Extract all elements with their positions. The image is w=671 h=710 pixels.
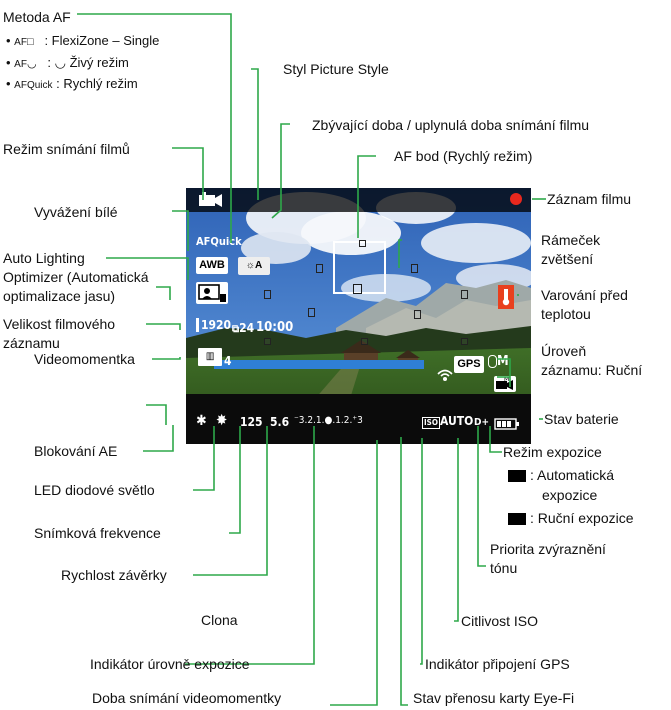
scene-photo (186, 188, 531, 444)
af-point (461, 338, 468, 345)
label-magnify-frame-1: Rámeček (541, 232, 600, 249)
label-remaining-time: Zbývající doba / uplynulá doba snímání f… (312, 117, 589, 134)
label-af-quick: • AFQuick : Rychlý režim (6, 75, 138, 94)
label-eyefi: Stav přenosu karty Eye-Fi (413, 690, 574, 707)
af-method-indicator: AFQuick (196, 235, 242, 249)
snapshot-count: 4 (224, 354, 232, 368)
timer-readout: 10:00 (256, 321, 293, 335)
movie-size-indicator: 1920 (196, 318, 231, 332)
label-rec-level-1: Úroveň (541, 343, 586, 360)
label-af-method: Metoda AF (3, 9, 71, 26)
label-snapshot-duration: Doba snímání videomomentky (92, 690, 281, 707)
label-recording: Záznam filmu (547, 191, 631, 208)
af-point (361, 338, 368, 345)
gps-indicator: GPS (454, 356, 484, 373)
label-white-balance: Vyvážení bílé (34, 204, 118, 221)
label-auto-exposure: : Automatická (508, 467, 614, 484)
ae-lock-icon: ✱ (196, 414, 207, 428)
label-frame-rate: Snímková frekvence (34, 525, 161, 542)
label-video-snapshot: Videomomentka (34, 351, 135, 368)
label-af-flexizone: • AF□ : FlexiZone – Single (6, 32, 159, 51)
label-led-light: LED diodové světlo (34, 482, 155, 499)
label-shutter-speed: Rychlost závěrky (61, 567, 167, 584)
label-manual-exposure: : Ruční expozice (508, 510, 634, 527)
label-af-point: AF bod (Rychlý režim) (394, 148, 532, 165)
af-point-selected (353, 284, 362, 294)
movie-mode-icon (198, 192, 224, 211)
label-movie-mode: Režim snímání filmů (3, 141, 130, 158)
label-exposure-indicator: Indikátor úrovně expozice (90, 656, 250, 673)
label-alo-2: Optimizer (Automatická (3, 269, 148, 286)
label-movie-size-2: záznamu (3, 335, 60, 352)
svg-text:M: M (504, 376, 509, 383)
mic-level-icon: M (488, 355, 509, 369)
picture-style-icon: ☼A (238, 257, 270, 275)
eyefi-icon (437, 368, 453, 385)
label-gps-indicator: Indikátor připojení GPS (425, 656, 570, 673)
label-af-face: • AF◡ : ◡ Živý režim (6, 54, 129, 73)
label-movie-size-1: Velikost filmového (3, 316, 115, 333)
snapshot-progress-bar (214, 360, 424, 369)
led-light-icon: ✸ (216, 413, 227, 427)
label-aperture: Clona (201, 612, 238, 629)
exposure-level-scale: ⁻3.2.1.●.1.2.⁺3 (294, 414, 363, 428)
af-point (461, 290, 468, 299)
live-view-screen: AFQuick AWB 1920 ▥ 4 ☼A ⧉24 10:00 GPS M … (186, 188, 531, 444)
af-point (264, 338, 271, 345)
label-temp-warning-1: Varování před (541, 287, 628, 304)
label-ae-lock: Blokování AE (34, 443, 117, 460)
label-alo-1: Auto Lighting (3, 250, 85, 267)
label-battery: Stav baterie (544, 411, 619, 428)
label-picture-style: Styl Picture Style (283, 61, 389, 78)
label-exposure-mode: Režim expozice (503, 444, 602, 461)
af-point (411, 264, 418, 273)
label-magnify-frame-2: zvětšení (541, 251, 593, 268)
alo-icon (196, 282, 228, 304)
label-temp-warning-2: teplotou (541, 306, 591, 323)
battery-icon (494, 418, 520, 433)
label-rec-level-2: záznamu: Ruční (541, 362, 642, 379)
af-point (316, 264, 323, 273)
highlight-tone-priority: D+ (474, 416, 489, 430)
fps-indicator: ⧉24 (232, 321, 254, 337)
label-alo-3: optimalizace jasu) (3, 288, 115, 305)
label-highlight-priority-2: tónu (490, 560, 517, 577)
aperture-value: 5.6 (270, 415, 289, 429)
video-snapshot-icon: ▥ (198, 348, 222, 366)
af-point (308, 308, 315, 317)
record-dot (510, 193, 522, 205)
af-point (414, 310, 421, 319)
shutter-speed-value: 125 (240, 415, 263, 429)
label-highlight-priority-1: Priorita zvýraznění (490, 541, 606, 558)
af-point (264, 290, 271, 299)
exposure-mode-icon: M (494, 376, 516, 392)
label-iso: Citlivost ISO (461, 613, 538, 630)
af-point (359, 240, 366, 247)
label-auto-exposure-2: expozice (542, 487, 597, 504)
wb-indicator: AWB (196, 257, 228, 274)
